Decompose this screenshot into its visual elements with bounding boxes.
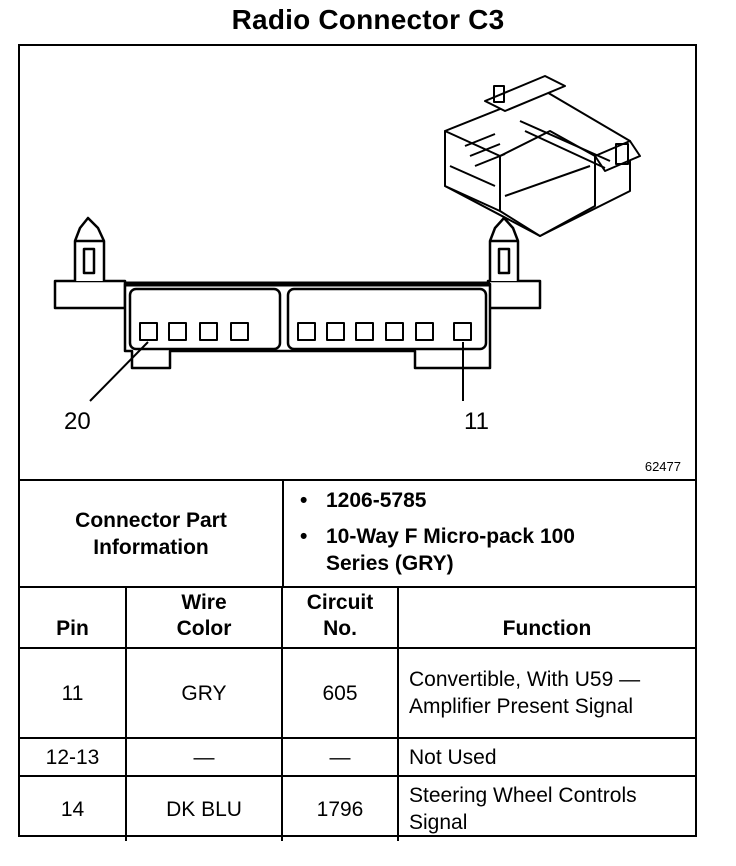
connector-sheet: 20 11 62477 Connector Part Information •… <box>18 44 697 841</box>
pin-20-label: 20 <box>64 408 91 435</box>
pin-11-label: 11 <box>464 408 489 435</box>
function-cell: Steering Wheel Controls Signal <box>397 775 695 841</box>
pin-table: Pin Wire Color Circuit No. Function 11 G… <box>20 586 695 841</box>
page-title: Radio Connector C3 <box>231 4 505 35</box>
bullet-icon: • <box>300 525 308 548</box>
circuit-cell: — <box>281 737 399 777</box>
connector-info-item: • 10-Way F Micro-pack 100 Series (GRY) <box>300 525 575 575</box>
function-cell: Not Used <box>397 737 695 777</box>
circuit-cell: 605 <box>281 647 399 739</box>
table-row: 14 DK BLU 1796 Steering Wheel Controls S… <box>20 775 695 841</box>
wire-color-cell: — <box>125 737 283 777</box>
column-header-function: Function <box>397 586 695 649</box>
connector-diagram: 20 11 62477 <box>20 46 695 481</box>
connector-drawing <box>53 75 641 402</box>
connector-info-label: Connector Part Information <box>20 481 284 586</box>
table-row: 12-13 — — Not Used <box>20 737 695 777</box>
column-header-wire-color: Wire Color <box>125 586 283 649</box>
table-header-row: Pin Wire Color Circuit No. Function <box>20 586 695 649</box>
pin-cell: 12-13 <box>20 737 127 777</box>
table-row: 11 GRY 605 Convertible, With U59 — Ampli… <box>20 647 695 739</box>
wire-color-cell: GRY <box>125 647 283 739</box>
connector-part-info: Connector Part Information • 1206-5785 •… <box>20 481 695 588</box>
connector-info-item: • 1206-5785 <box>300 489 427 512</box>
connector-info-list: • 1206-5785 • 10-Way F Micro-pack 100 Se… <box>284 481 695 586</box>
figure-code: 62477 <box>644 459 681 474</box>
wire-color-cell: DK BLU <box>125 775 283 841</box>
function-cell: Convertible, With U59 — Amplifier Presen… <box>397 647 695 739</box>
circuit-cell: 1796 <box>281 775 399 841</box>
pin-cell: 11 <box>20 647 127 739</box>
column-header-pin: Pin <box>20 586 127 649</box>
bullet-icon: • <box>300 489 308 512</box>
column-header-circuit: Circuit No. <box>281 586 399 649</box>
pin-cell: 14 <box>20 775 127 841</box>
